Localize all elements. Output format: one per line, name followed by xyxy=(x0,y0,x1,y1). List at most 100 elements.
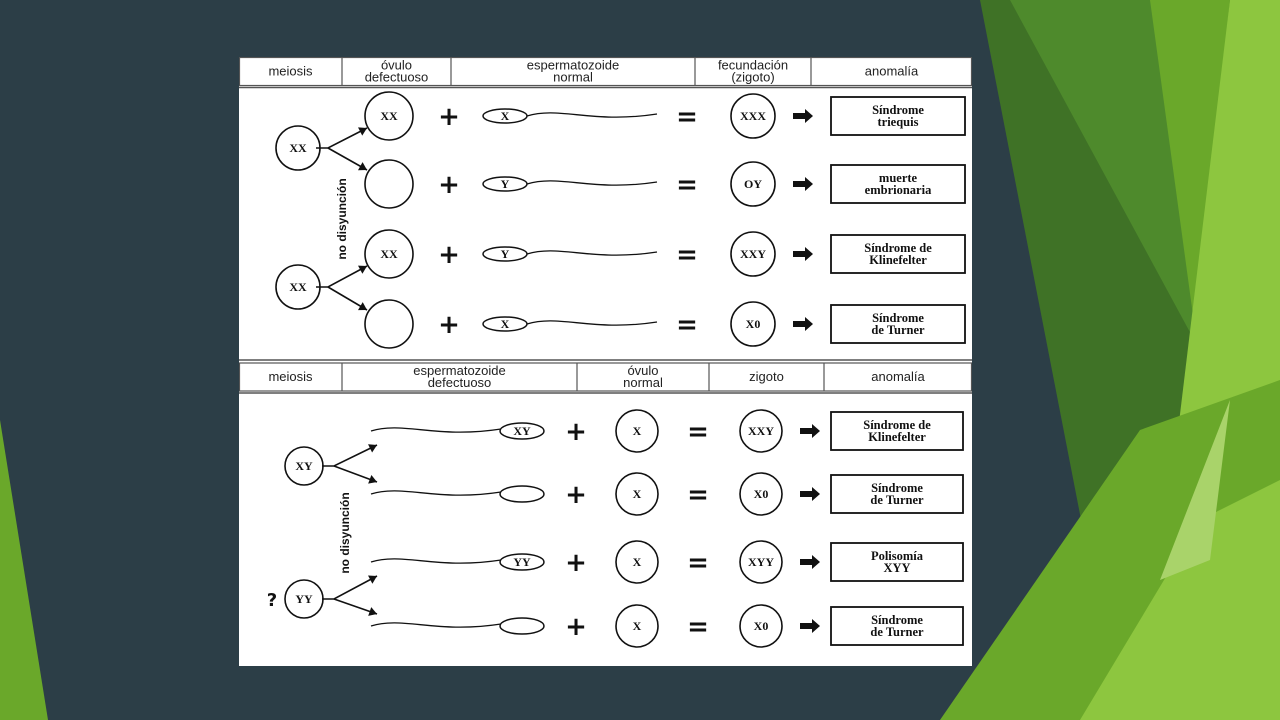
zygote-label-line: X0 xyxy=(754,487,769,501)
sperm-tail xyxy=(370,490,502,496)
zygote-label-line: XXX xyxy=(740,109,766,123)
parent-cell-label-line: YY xyxy=(295,592,313,606)
header-cell-line: defectuoso xyxy=(365,70,429,85)
anomaly-box-label-line: Síndrome xyxy=(871,613,923,627)
zygote-label: XXY xyxy=(748,424,774,438)
zygote xyxy=(739,472,783,516)
sperm-tail xyxy=(526,320,658,326)
normal-ovum-label: X xyxy=(633,487,642,501)
zygote-label-line: OY xyxy=(744,177,762,191)
parent-cell-label: XY xyxy=(295,459,313,473)
meiosis-branch-arrowhead xyxy=(358,127,367,136)
highlight-shape xyxy=(1160,400,1230,580)
normal-ovum xyxy=(615,604,659,648)
zygote-label-line: XYY xyxy=(748,555,774,569)
defective-sperm-head xyxy=(499,553,545,571)
sperm-tail xyxy=(526,250,658,256)
anomaly-box xyxy=(830,606,964,646)
zygote xyxy=(739,540,783,584)
result-arrow xyxy=(800,424,820,438)
header-cell-line: defectuoso xyxy=(428,375,492,390)
anomaly-box-label-line: Klinefelter xyxy=(868,430,926,444)
anomaly-box xyxy=(830,164,966,204)
defective-ovum xyxy=(364,159,414,209)
defective-sperm-head-label-line: XY xyxy=(513,424,531,438)
header-cell-line: fecundación xyxy=(718,58,788,73)
zygote-label: XXY xyxy=(740,247,766,261)
zygote-label-line: XXY xyxy=(740,247,766,261)
header-cell-line: óvulo xyxy=(381,58,412,73)
normal-sperm-head-label: X xyxy=(501,317,510,331)
anomaly-box xyxy=(830,474,964,514)
header-cell-line: espermatozoide xyxy=(527,58,620,73)
sperm-tail xyxy=(526,180,658,186)
meiosis-branch-arrowhead xyxy=(358,162,367,171)
anomaly-box-label-line: Klinefelter xyxy=(869,253,927,267)
plus-sign: + xyxy=(438,240,460,270)
normal-ovum-label: X xyxy=(633,555,642,569)
equals-sign: = xyxy=(676,170,698,200)
header-cell-line: meiosis xyxy=(268,64,313,79)
zygote-label: X0 xyxy=(746,317,761,331)
normal-ovum-label-line: X xyxy=(633,487,642,501)
normal-sperm-head-label-line: X xyxy=(501,317,510,331)
header-row xyxy=(239,57,972,87)
zygote-label: X0 xyxy=(754,487,769,501)
sperm-tail xyxy=(370,427,502,433)
defective-ovum-label: XX xyxy=(380,109,398,123)
mid-green-shape xyxy=(1010,0,1205,360)
sperm-tail xyxy=(370,558,502,564)
defective-sperm-head xyxy=(499,485,545,503)
zygote-label-line: X0 xyxy=(754,619,769,633)
parent-cell-label-line: XX xyxy=(289,280,307,294)
normal-sperm-head-label-line: X xyxy=(501,109,510,123)
plus-sign: + xyxy=(565,417,587,447)
normal-sperm-head-label: Y xyxy=(501,177,510,191)
meiosis-branch-upper xyxy=(322,575,378,600)
normal-sperm-head-label: Y xyxy=(501,247,510,261)
header-cell-line: anomalía xyxy=(865,64,919,79)
anomaly-box-label-line: de Turner xyxy=(870,625,924,639)
result-arrow xyxy=(800,555,820,569)
plus-sign: + xyxy=(438,102,460,132)
zygote-label-line: X0 xyxy=(746,317,761,331)
parent-cell-label: XX xyxy=(289,141,307,155)
plus-sign: + xyxy=(438,170,460,200)
anomaly-box-label-line: Síndrome xyxy=(872,103,924,117)
nondisjunction-label: no disyunción xyxy=(335,178,349,259)
header-cell-line: espermatozoide xyxy=(413,363,506,378)
zygote xyxy=(730,161,776,207)
anomaly-box xyxy=(830,234,966,274)
equals-sign: = xyxy=(676,102,698,132)
equals-sign: = xyxy=(676,240,698,270)
meiosis-branch-arrowhead xyxy=(368,607,377,616)
zygote-label: XYY xyxy=(748,555,774,569)
parent-cell-label: XX xyxy=(289,280,307,294)
header-cell-line: (zigoto) xyxy=(731,70,774,85)
plus-sign: + xyxy=(438,310,460,340)
defective-ovum xyxy=(364,229,414,279)
zygote-label-line: XXY xyxy=(748,424,774,438)
header-cell-line: zigoto xyxy=(749,369,784,384)
meiosis-branch-upper xyxy=(316,265,368,288)
zygote-label: X0 xyxy=(754,619,769,633)
defective-sperm-head xyxy=(499,617,545,635)
header-cell: meiosis xyxy=(268,369,313,384)
parent-cell-label: YY xyxy=(295,592,313,606)
header-cell-line: normal xyxy=(553,70,593,85)
header-cell: anomalía xyxy=(871,369,925,384)
result-arrow xyxy=(793,317,813,331)
anomaly-box-label-line: muerte xyxy=(879,171,918,185)
anomaly-box xyxy=(830,96,966,136)
equals-sign: = xyxy=(676,310,698,340)
normal-ovum xyxy=(615,409,659,453)
anomaly-box xyxy=(830,411,964,451)
anomaly-box-label-line: Síndrome xyxy=(872,311,924,325)
